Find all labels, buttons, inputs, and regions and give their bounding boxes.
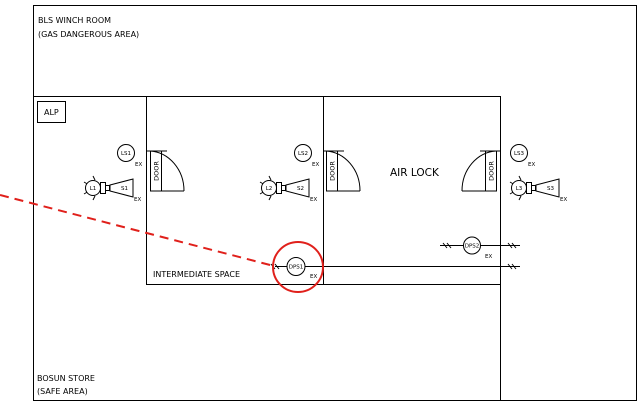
air-lock-label: AIR LOCK [390, 167, 440, 179]
winch-room-subtitle: (GAS DANGEROUS AREA) [38, 30, 139, 39]
intermediate-space-label: INTERMEDIATE SPACE [153, 270, 240, 279]
svg-text:L2: L2 [266, 186, 273, 192]
alp-panel: ALP [37, 101, 66, 123]
svg-text:S2: S2 [297, 186, 304, 192]
svg-text:EX: EX [310, 197, 317, 203]
svg-text:DOOR: DOOR [329, 161, 337, 181]
winch-room-title: BLS WINCH ROOM [38, 16, 111, 25]
ls2-symbol: LS2 EX [294, 144, 319, 168]
svg-text:LS2: LS2 [298, 151, 308, 157]
highlight-circle [272, 241, 324, 293]
svg-text:DPS2: DPS2 [465, 244, 480, 250]
dps2-pressure-switch: DPS2 EX [440, 236, 520, 260]
dps1-pressure-switch: DPS1 EX [270, 257, 520, 280]
alp-panel-label: ALP [44, 108, 59, 117]
svg-text:EX: EX [560, 197, 567, 203]
highlight-dashed-line [0, 194, 275, 267]
beacon-l1-sounder-s1: L1 S1 EX [83, 175, 141, 203]
ls3-symbol: LS3 EX [510, 144, 535, 168]
svg-text:EX: EX [135, 162, 142, 168]
svg-text:LS3: LS3 [514, 151, 525, 157]
svg-text:L3: L3 [516, 186, 523, 192]
bosun-store-title: BOSUN STORE [37, 374, 95, 383]
svg-text:L1: L1 [90, 186, 97, 192]
highlight-annotation [0, 194, 324, 293]
door-intermediate-space: DOOR [147, 150, 185, 192]
svg-text:S3: S3 [547, 186, 554, 192]
svg-text:DOOR: DOOR [488, 161, 496, 181]
door-air-lock-left: DOOR [324, 150, 361, 192]
beacon-l2-sounder-s2: L2 S2 EX [259, 175, 317, 203]
ls1-symbol: LS1 EX [117, 144, 142, 168]
svg-text:EX: EX [485, 254, 492, 260]
bosun-store-subtitle: (SAFE AREA) [37, 387, 88, 396]
svg-text:DOOR: DOOR [153, 161, 161, 181]
beacon-l3-sounder-s3: L3 S3 EX [509, 175, 567, 203]
svg-text:EX: EX [134, 197, 141, 203]
door-air-lock-right: DOOR [461, 150, 500, 192]
svg-text:EX: EX [310, 274, 317, 280]
svg-text:S1: S1 [121, 186, 128, 192]
svg-text:LS1: LS1 [121, 151, 131, 157]
svg-text:DPS1: DPS1 [289, 265, 304, 271]
svg-text:EX: EX [528, 162, 535, 168]
svg-text:EX: EX [312, 162, 319, 168]
outer-boundary [33, 5, 637, 401]
